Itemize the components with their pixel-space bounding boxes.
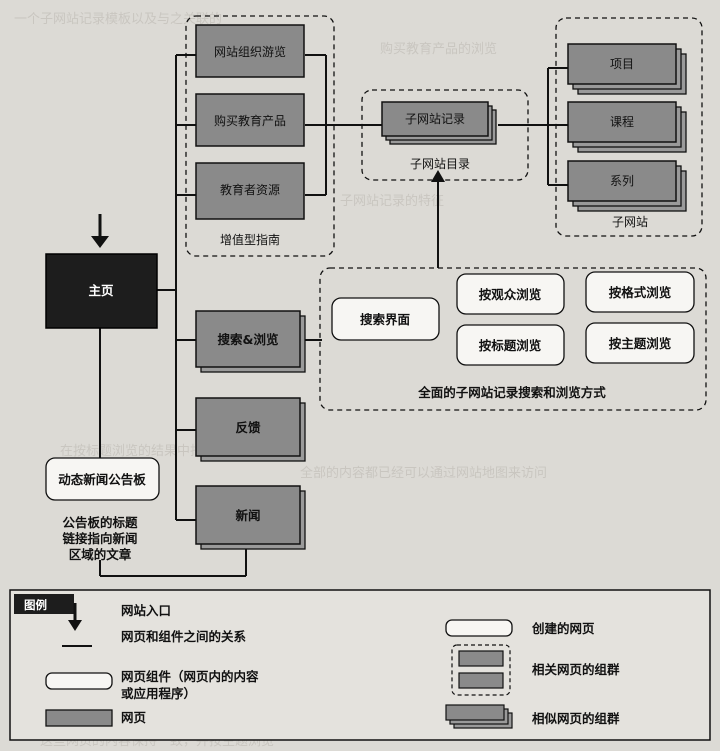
background-text-1: 一个子网站记录模板以及与之关联的 — [14, 12, 223, 27]
connector-lines — [91, 54, 568, 577]
legend-similar-group-label: 相似网页的组群 — [532, 711, 620, 726]
legend-entry-arrow-icon — [68, 620, 82, 631]
news-stack[interactable] — [195, 485, 306, 550]
browse-by-topic-component[interactable] — [585, 322, 695, 364]
search-interface-component[interactable] — [331, 297, 440, 341]
dynamic-news-board-label: 动态新闻公告板 — [58, 472, 146, 487]
educator-resources-page[interactable] — [195, 162, 305, 220]
projects-label: 项目 — [610, 57, 634, 71]
legend-page-swatch — [45, 709, 113, 727]
legend-created-page-swatch — [445, 619, 513, 637]
buy-products-label: 购买教育产品 — [214, 113, 286, 128]
legend-page-label: 网页 — [121, 710, 146, 725]
feedback-stack[interactable] — [195, 397, 306, 462]
legend-component-label-2: 或应用程序） — [121, 686, 196, 701]
background-text-3: 子网站记录的特征 — [340, 194, 445, 209]
home-page[interactable] — [45, 253, 158, 329]
legend-component-swatch — [45, 672, 113, 690]
subsite-directory-group — [361, 89, 529, 181]
search-methods-group — [319, 267, 707, 411]
search-methods-label: 全面的子网站记录搜索和浏览方式 — [417, 385, 606, 400]
educator-resources-label: 教育者资源 — [220, 182, 280, 197]
feedback-label: 反馈 — [235, 420, 261, 435]
browse-by-format-label: 按格式浏览 — [609, 285, 672, 300]
subsite-group — [555, 17, 703, 237]
legend-related-group-swatch — [451, 644, 511, 696]
subsite-record-label: 子网站记录 — [405, 112, 465, 126]
site-tour-label: 网站组织游览 — [214, 44, 286, 59]
projects-stack[interactable] — [567, 43, 687, 95]
courses-label: 课程 — [610, 114, 634, 129]
browse-by-audience-component[interactable] — [456, 273, 565, 315]
browse-by-format-component[interactable] — [585, 271, 695, 313]
search-browse-label: 搜索&浏览 — [218, 332, 279, 347]
legend: 图例 网站入口 网页和组件之间的关系 网页组件（网页内的内容 或应用程序） 网页… — [9, 589, 711, 741]
legend-related-group-label: 相关网页的组群 — [532, 662, 620, 677]
series-stack[interactable] — [567, 160, 687, 212]
news-label: 新闻 — [235, 508, 260, 523]
browse-by-topic-label: 按主题浏览 — [609, 336, 672, 351]
subsite-label: 子网站 — [612, 215, 648, 229]
legend-similar-group-swatch — [445, 704, 513, 729]
legend-created-page-label: 创建的网页 — [531, 621, 595, 636]
board-note-line-2: 链接指向新闻 — [62, 531, 137, 546]
subsite-directory-label: 子网站目录 — [410, 157, 470, 171]
buy-products-page[interactable] — [195, 93, 305, 147]
subsite-record-stack[interactable] — [381, 101, 497, 145]
search-interface-label: 搜索界面 — [360, 312, 411, 327]
board-note-line-3: 区域的文章 — [69, 547, 132, 562]
dynamic-news-board-component[interactable] — [45, 457, 160, 501]
browse-by-title-label: 按标题浏览 — [479, 338, 542, 353]
search-browse-stack[interactable] — [195, 310, 306, 373]
legend-entry-label: 网站入口 — [121, 603, 171, 618]
legend-title: 图例 — [24, 598, 47, 612]
value-guide-group — [185, 15, 335, 257]
legend-component-label-1: 网页组件（网页内的内容 — [121, 669, 259, 684]
legend-relation-label: 网页和组件之间的关系 — [121, 629, 247, 644]
series-label: 系列 — [610, 174, 634, 188]
background-text-2: 购买教育产品的浏览 — [380, 42, 498, 57]
browse-by-title-component[interactable] — [456, 324, 565, 366]
value-guide-label: 增值型指南 — [220, 232, 280, 247]
entry-arrowhead — [91, 236, 109, 248]
site-tour-page[interactable] — [195, 24, 305, 78]
board-note-line-1: 公告板的标题 — [62, 515, 138, 530]
background-text-5: 全部的内容都已经可以通过网站地图来访问 — [300, 466, 548, 481]
courses-stack[interactable] — [567, 101, 687, 153]
browse-by-audience-label: 按观众浏览 — [479, 287, 542, 302]
home-label: 主页 — [88, 283, 113, 298]
